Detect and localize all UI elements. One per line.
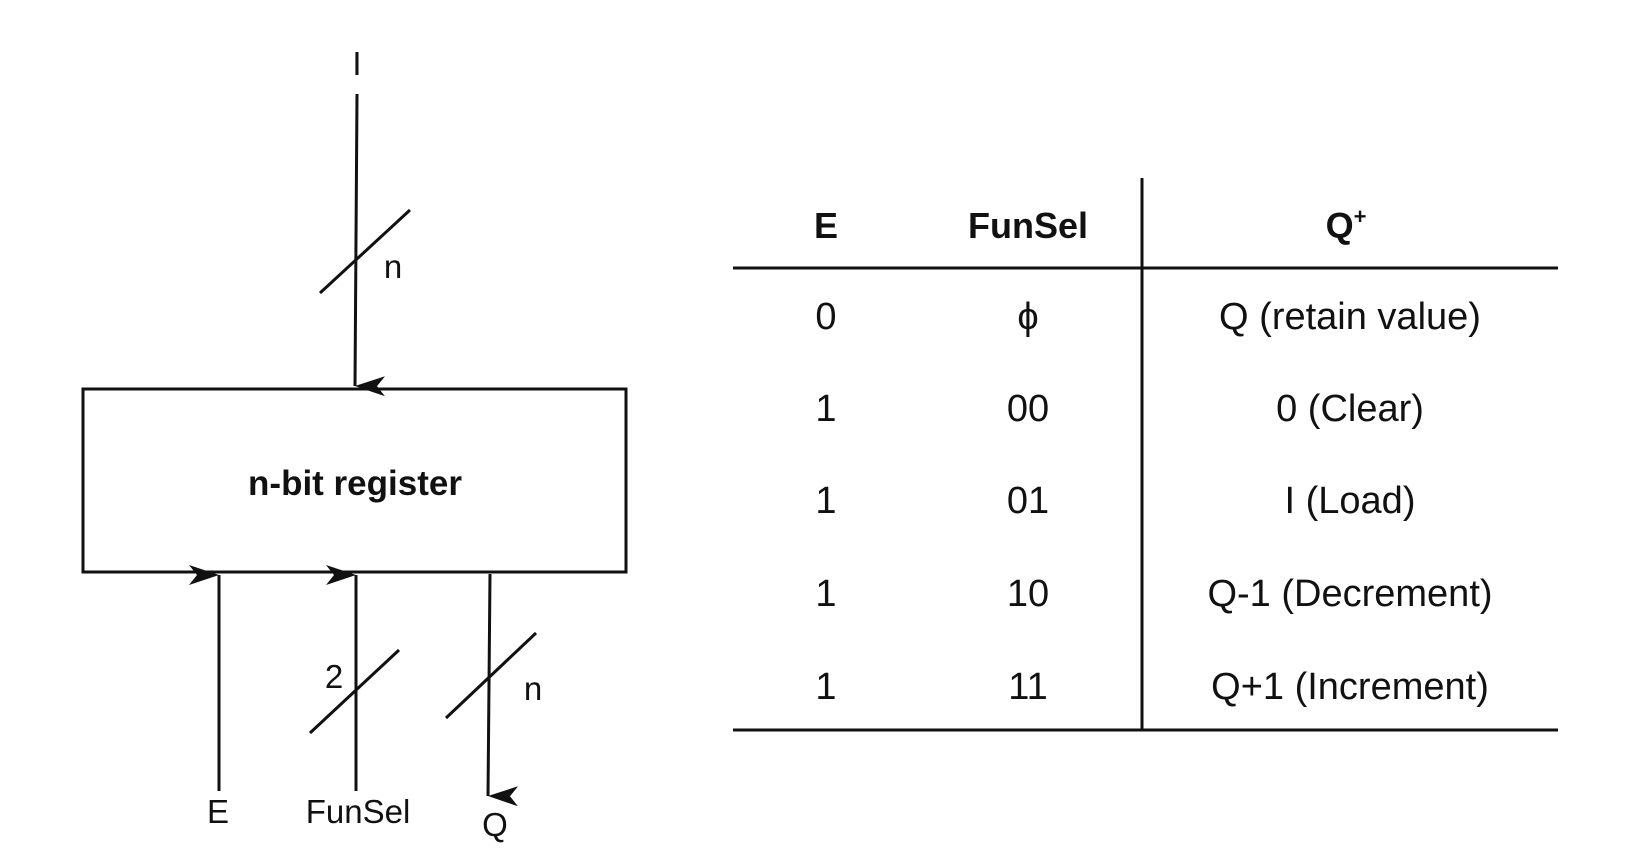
funsel-label: FunSel: [306, 793, 411, 830]
cell-funsel: 01: [1007, 480, 1049, 522]
header-q-superscript: +: [1354, 204, 1367, 229]
output-label: Q: [482, 806, 508, 843]
input-bus-width: n: [384, 248, 402, 285]
cell-e: 1: [815, 480, 836, 522]
cell-funsel: ϕ: [1017, 296, 1038, 338]
funsel-bus-slash: [308, 648, 401, 735]
enable-signal-e: E: [189, 565, 229, 830]
input-arrow: [353, 93, 386, 397]
cell-e: 1: [815, 573, 836, 615]
register-box: [81, 387, 628, 574]
header-q: Q: [1326, 205, 1354, 246]
register-block: n-bit register: [81, 387, 628, 574]
cell-e: 0: [815, 296, 836, 338]
cell-q-next: Q+1 (Increment): [1211, 666, 1489, 708]
header-q-next: Q+: [1326, 204, 1367, 246]
cell-q-next: I (Load): [1285, 480, 1416, 522]
cell-q-next: 0 (Clear): [1276, 388, 1424, 430]
cell-funsel: 00: [1007, 388, 1049, 430]
cell-e: 1: [815, 666, 836, 708]
table-row: 1 01 I (Load): [815, 480, 1415, 522]
cell-q-next: Q-1 (Decrement): [1207, 573, 1492, 615]
input-label: I: [352, 45, 361, 82]
table-row: 1 00 0 (Clear): [815, 388, 1423, 430]
header-funsel: FunSel: [968, 205, 1088, 246]
table-row: 1 10 Q-1 (Decrement): [815, 573, 1492, 615]
table-row: 0 ϕ Q (retain value): [815, 296, 1481, 338]
input-bus-slash: [318, 208, 412, 295]
enable-label: E: [207, 793, 229, 830]
funsel-signal: 2 FunSel: [306, 565, 411, 830]
input-signal-i: I n: [318, 45, 412, 397]
funsel-bus-width: 2: [325, 658, 343, 695]
register-title: n-bit register: [248, 464, 462, 503]
output-bus-slash: [444, 631, 538, 720]
output-signal-q: n Q: [444, 573, 542, 843]
output-bus-width: n: [524, 670, 542, 707]
cell-q-next: Q (retain value): [1219, 296, 1481, 338]
output-arrow: [486, 573, 519, 807]
table-row: 1 11 Q+1 (Increment): [815, 666, 1488, 708]
cell-funsel: 10: [1007, 573, 1049, 615]
cell-funsel: 11: [1008, 666, 1047, 708]
cell-e: 1: [815, 388, 836, 430]
header-e: E: [814, 205, 838, 246]
function-table: E FunSel Q+ 0 ϕ Q (retain value) 1 00 0 …: [733, 178, 1558, 732]
